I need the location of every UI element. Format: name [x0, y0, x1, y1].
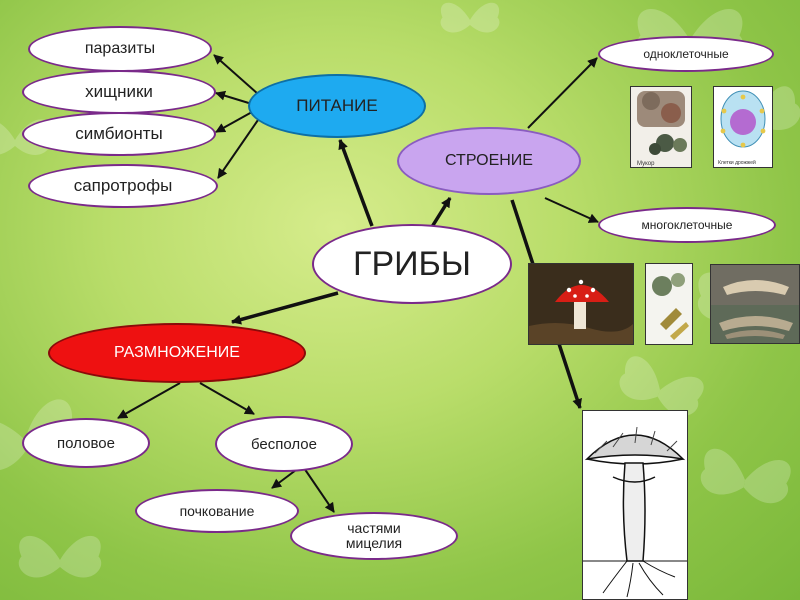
arrow-structure-to-multicellular — [544, 197, 599, 223]
yeast-photo: Клетки дрожжей — [713, 86, 773, 168]
arrow-asexual-to-budding — [271, 469, 297, 489]
reproduction-budding[interactable]: почкование — [135, 489, 299, 533]
amanita-illustration — [529, 264, 633, 344]
mucor-illustration: Мукор — [637, 91, 687, 167]
structure-unicellular[interactable]: одноклеточные — [598, 36, 774, 72]
reproduction-asexual[interactable]: бесполое — [215, 416, 353, 472]
tinder-fungus-photo — [710, 264, 800, 344]
nutrition-item-saprotrophs[interactable]: сапротрофы — [28, 164, 218, 208]
arrow-center-to-nutrition — [338, 139, 374, 227]
reproduction-mycelium[interactable]: частями мицелия — [290, 512, 458, 560]
mushroom-anatomy-illustration — [583, 426, 687, 598]
nutrition-item-predators[interactable]: хищники — [22, 70, 216, 114]
tinder-fungus-illustration — [711, 265, 799, 343]
mushroom-structure-photo — [582, 410, 688, 600]
mucor-photo: Мукор — [630, 86, 692, 168]
reproduction-sexual[interactable]: половое — [22, 418, 150, 468]
arrow-center-to-reproduction — [231, 291, 339, 325]
yeast-cell-illustration: Клетки дрожжей — [718, 90, 766, 166]
arrow-asexual-to-mycelium — [303, 467, 335, 513]
spores-illustration — [652, 273, 689, 340]
amanita-photo — [528, 263, 634, 345]
arrow-nutrition-to-parasites — [213, 54, 259, 95]
center-node[interactable]: ГРИБЫ — [312, 224, 512, 304]
arrow-nutrition-to-predators — [215, 90, 253, 105]
yeast-caption: Клетки дрожжей — [718, 159, 756, 166]
arrow-nutrition-to-symbionts — [215, 111, 253, 133]
mucor-caption: Мукор — [637, 161, 655, 167]
arrow-reproduction-to-asexual — [199, 382, 255, 415]
arrow-structure-to-unicellular — [527, 57, 598, 129]
arrow-nutrition-to-saprotrophs — [217, 119, 259, 179]
spores-photo — [645, 263, 693, 345]
structure-multicellular[interactable]: многоклеточные — [598, 207, 776, 243]
structure-node[interactable]: СТРОЕНИЕ — [397, 127, 581, 195]
nutrition-item-symbionts[interactable]: симбионты — [22, 112, 216, 156]
nutrition-node[interactable]: ПИТАНИЕ — [248, 74, 426, 138]
nutrition-item-parasites[interactable]: паразиты — [28, 26, 212, 72]
reproduction-node[interactable]: РАЗМНОЖЕНИЕ — [48, 323, 306, 383]
arrow-reproduction-to-sexual — [117, 382, 181, 419]
